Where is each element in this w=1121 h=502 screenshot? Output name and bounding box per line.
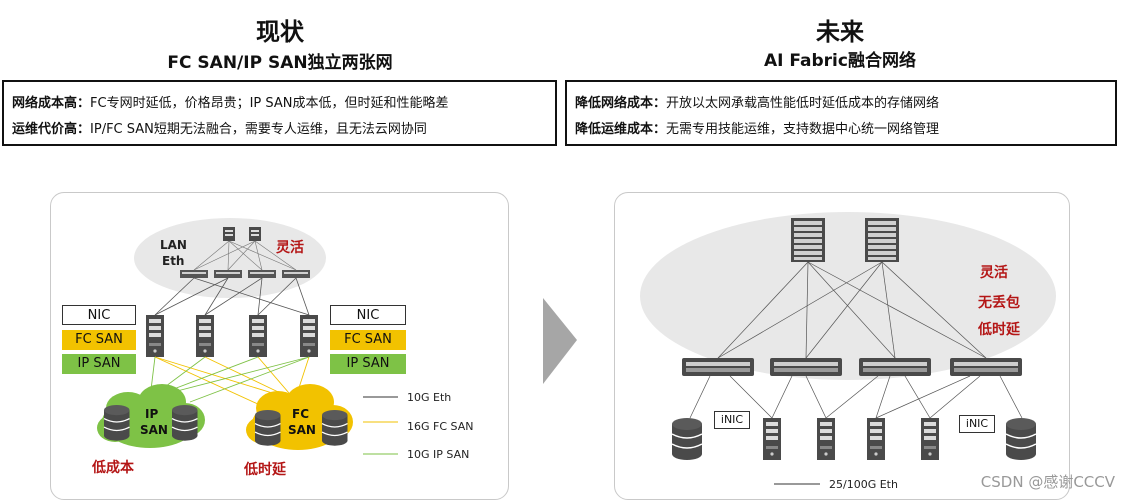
- spine-switch-icon-2: [865, 218, 899, 262]
- right-subtitle: AI Fabric融合网络: [764, 51, 916, 71]
- legend-fc-text: 16G FC SAN: [407, 420, 473, 433]
- inic-tag-left: iNIC: [714, 411, 750, 429]
- leaf-switch-icon-4: [950, 358, 1022, 376]
- left-server-icon-2: [196, 315, 214, 357]
- right-server-icon-4: [921, 418, 939, 460]
- ip-cloud-label-1: IP: [145, 407, 158, 421]
- left-nic-tag: NIC: [62, 305, 136, 325]
- right-storage-icon-2: [1005, 417, 1037, 461]
- inic-tag-right: iNIC: [959, 415, 995, 433]
- right-server-icon-3: [867, 418, 885, 460]
- left-ip-san-tag: IP SAN: [62, 354, 136, 374]
- lan-switch-icon-3: [248, 270, 276, 278]
- leaf-switch-icon-3: [859, 358, 931, 376]
- right-server-icon-1: [763, 418, 781, 460]
- right-row1-key: 降低网络成本：: [575, 96, 667, 111]
- left-title: 现状: [256, 18, 304, 46]
- lan-server-icon-1: [223, 227, 235, 241]
- right-nic-tag: NIC: [330, 305, 406, 325]
- ip-san-storage-icon-1: [103, 404, 131, 442]
- leaf-switch-icon-1: [682, 358, 754, 376]
- spine-switch-icon-1: [791, 218, 825, 262]
- transition-arrow-icon: [543, 298, 577, 384]
- legend-eth-text: 10G Eth: [407, 391, 451, 404]
- lan-switch-icon-1: [180, 270, 208, 278]
- right-ip-san-tag: IP SAN: [330, 354, 406, 374]
- lan-switch-icon-2: [214, 270, 242, 278]
- leaf-switch-icon-2: [770, 358, 842, 376]
- left-row2-value: IP/FC SAN短期无法融合，需要专人运维，且无法云网协同: [90, 122, 427, 137]
- left-row1-value: FC专网时延低，价格昂贵；IP SAN成本低，但时延和性能略差: [90, 96, 449, 111]
- fc-san-storage-icon-1: [254, 409, 282, 447]
- right-flexible-label: 灵活: [980, 264, 1008, 281]
- right-low-latency-label: 低时延: [977, 321, 1021, 338]
- left-server-icon-3: [249, 315, 267, 357]
- legend-ip-text: 10G IP SAN: [407, 448, 469, 461]
- left-row1-key: 网络成本高：: [12, 96, 91, 111]
- right-description-box: 降低网络成本：开放以太网承载高性能低时延低成本的存储网络 降低运维成本：无需专用…: [565, 80, 1117, 146]
- right-storage-icon-1: [671, 417, 703, 461]
- left-server-icon-1: [146, 315, 164, 357]
- fc-san-storage-icon-2: [321, 409, 349, 447]
- ip-cloud-label-2: SAN: [140, 423, 168, 437]
- right-fc-san-tag: FC SAN: [330, 330, 406, 350]
- watermark: CSDN @感谢CCCV: [980, 473, 1115, 491]
- legend-25g-text: 25/100G Eth: [829, 478, 898, 491]
- right-title: 未来: [816, 18, 864, 46]
- fc-cloud-label-1: FC: [292, 407, 309, 421]
- lan-server-icon-2: [249, 227, 261, 241]
- lan-switch-icon-4: [282, 270, 310, 278]
- eth-label: Eth: [162, 254, 184, 268]
- left-fc-san-tag: FC SAN: [62, 330, 136, 350]
- low-cost-label: 低成本: [91, 459, 135, 476]
- lan-label: LAN: [160, 238, 187, 252]
- left-row2-key: 运维代价高：: [12, 122, 91, 137]
- ip-san-storage-icon-2: [171, 404, 199, 442]
- fc-cloud-label-2: SAN: [288, 423, 316, 437]
- right-row2-key: 降低运维成本：: [575, 122, 667, 137]
- right-row1-value: 开放以太网承载高性能低时延低成本的存储网络: [666, 96, 940, 111]
- lan-cloud: [134, 218, 326, 298]
- right-row2-value: 无需专用技能运维，支持数据中心统一网络管理: [666, 122, 940, 137]
- left-server-icon-4: [300, 315, 318, 357]
- fabric-cloud: [640, 212, 1056, 380]
- left-flexible-label: 灵活: [276, 239, 304, 256]
- left-description-box: 网络成本高：FC专网时延低，价格昂贵；IP SAN成本低，但时延和性能略差 运维…: [2, 80, 557, 146]
- left-subtitle: FC SAN/IP SAN独立两张网: [167, 53, 393, 73]
- lossless-label: 无丢包: [977, 294, 1020, 311]
- left-low-latency-label: 低时延: [243, 461, 287, 478]
- right-server-icon-2: [817, 418, 835, 460]
